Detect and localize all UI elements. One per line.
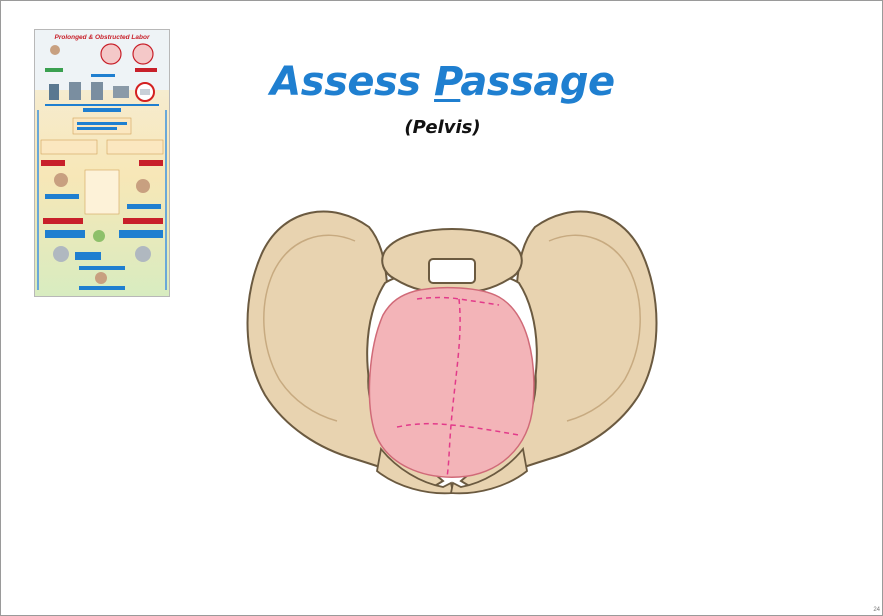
title-prefix: Assess xyxy=(270,59,434,105)
page-number: 24 xyxy=(873,607,880,613)
thumbnail-heading: Prolonged & Obstructed Labor xyxy=(55,34,150,41)
slide-title: Assess Passage xyxy=(1,59,883,105)
pelvis-with-fetal-head-icon xyxy=(237,187,667,497)
fetal-head xyxy=(369,288,533,478)
title-underlined-letter: P xyxy=(434,59,460,105)
title-suffix: assage xyxy=(460,59,614,105)
slide-subtitle: (Pelvis) xyxy=(1,117,883,138)
sacral-canal xyxy=(429,259,475,283)
